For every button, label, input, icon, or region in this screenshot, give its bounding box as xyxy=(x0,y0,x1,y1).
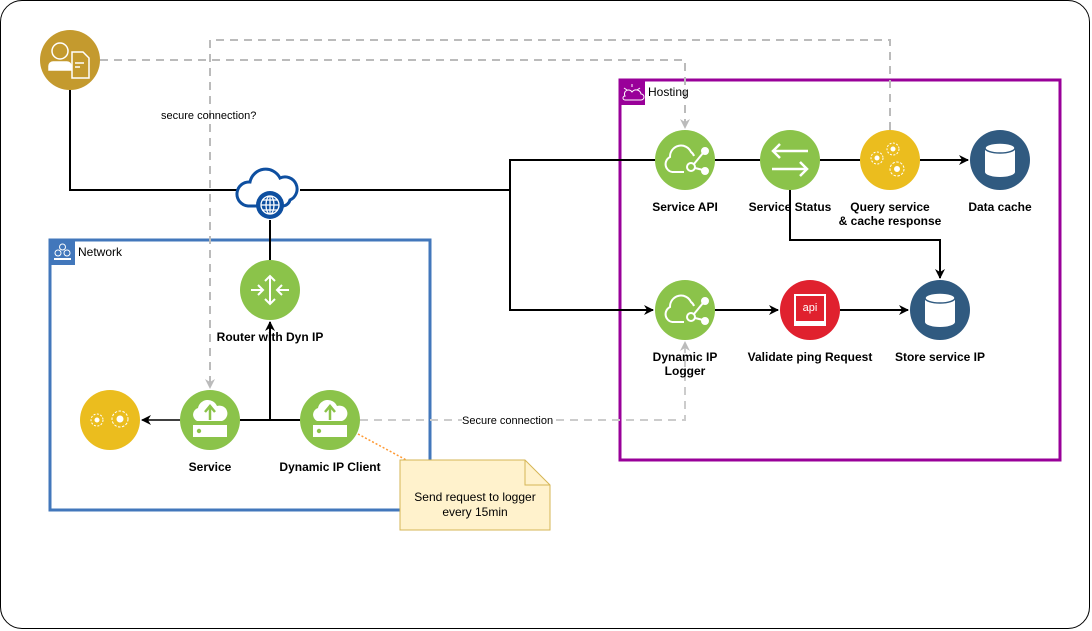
dynamic-ip-logger-label-line1: Dynamic IP xyxy=(652,350,718,364)
router-label: Router with Dyn IP xyxy=(216,330,324,344)
data-cache-node[interactable] xyxy=(970,130,1030,190)
service-status-node[interactable] xyxy=(760,130,820,190)
note-fold xyxy=(524,460,550,486)
dynamic-ip-client-node[interactable] xyxy=(300,390,360,450)
edge-to-service-api xyxy=(509,159,655,190)
internet-node[interactable] xyxy=(235,167,299,219)
router-icon xyxy=(251,274,289,306)
edge-query-service-dashed xyxy=(205,39,891,389)
network-group xyxy=(48,238,432,512)
edge-user-api-dashed xyxy=(100,59,690,129)
api-icon: api xyxy=(794,294,826,326)
gears-icon xyxy=(870,142,905,177)
data-cache-label: Data cache xyxy=(968,200,1032,214)
cloud-upload-server-icon xyxy=(313,399,348,437)
router-node[interactable] xyxy=(240,260,300,320)
edge-status-store xyxy=(789,190,945,279)
cloud-upload-server-icon xyxy=(193,399,228,437)
service-label: Service xyxy=(188,460,232,474)
user-node[interactable] xyxy=(40,30,100,90)
user-document-icon xyxy=(48,42,90,79)
exchange-arrows-icon xyxy=(771,143,809,177)
edge-client-logger-dashed xyxy=(360,341,690,421)
query-service-label-line2: & cache response xyxy=(838,214,942,228)
hosting-group-title: Hosting xyxy=(648,85,689,99)
edge-label-secure-connection-question: secure connection? xyxy=(161,110,257,122)
cloud-network-icon xyxy=(664,294,709,325)
globe-icon xyxy=(256,191,284,219)
query-service-label-line1: Query service xyxy=(850,200,930,214)
service-api-label: Service API xyxy=(652,200,718,214)
dynamic-ip-logger-node[interactable] xyxy=(655,280,715,340)
note-shape xyxy=(399,459,551,531)
validate-ping-node[interactable]: api xyxy=(780,280,840,340)
note-text: Send request to logger every 15min xyxy=(400,490,550,520)
query-service-label: Query service & cache response xyxy=(839,200,942,228)
note-text-line2: every 15min xyxy=(442,505,508,519)
service-gears-node[interactable] xyxy=(80,390,140,450)
network-icon xyxy=(54,243,71,260)
database-icon xyxy=(984,142,1016,177)
database-icon xyxy=(924,292,956,327)
edge-note-dotted xyxy=(357,433,411,463)
store-service-ip-label: Store service IP xyxy=(894,350,986,364)
dynamic-ip-client-label: Dynamic IP Client xyxy=(279,460,381,474)
gears-icon xyxy=(90,410,129,428)
validate-ping-label: Validate ping Request xyxy=(747,350,873,364)
edge-user-internet xyxy=(69,90,240,191)
api-icon-text: api xyxy=(803,302,818,314)
edge-label-secure-connection: Secure connection xyxy=(462,415,554,428)
edge-to-logger xyxy=(509,190,654,315)
query-service-node[interactable] xyxy=(860,130,920,190)
service-api-node[interactable] xyxy=(655,130,715,190)
service-node[interactable] xyxy=(180,390,240,450)
store-service-ip-node[interactable] xyxy=(910,280,970,340)
service-status-label: Service Status xyxy=(748,200,832,214)
note: Send request to logger every 15min xyxy=(400,460,550,530)
edge-lan-router xyxy=(240,322,300,421)
cloud-hosting-icon xyxy=(622,84,645,101)
note-text-line1: Send request to logger xyxy=(414,490,536,504)
dynamic-ip-logger-label-line2: Logger xyxy=(664,364,706,378)
network-group-title: Network xyxy=(78,245,123,259)
hosting-group-icon-bg xyxy=(620,80,645,105)
hosting-group xyxy=(618,78,1062,462)
dynamic-ip-logger-label: Dynamic IP Logger xyxy=(653,350,718,378)
cloud-network-icon xyxy=(664,144,709,175)
